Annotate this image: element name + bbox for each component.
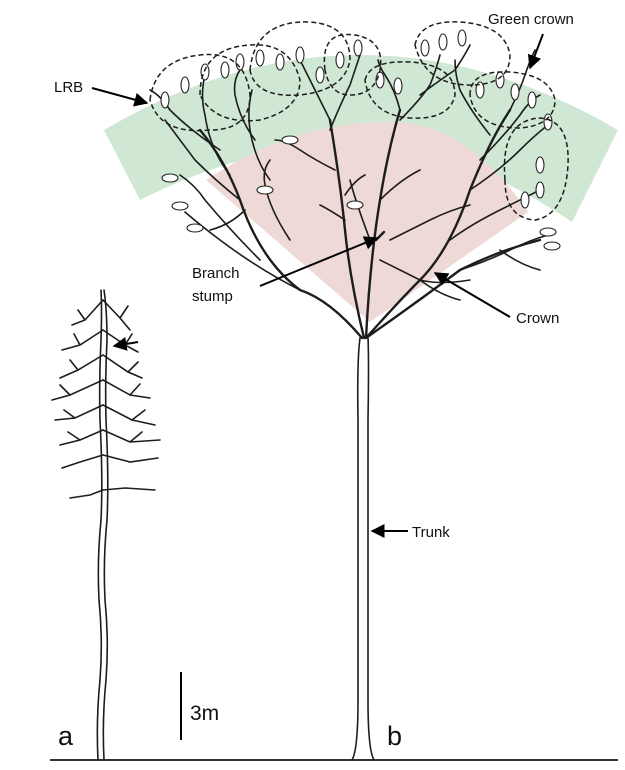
tree-a [52, 290, 160, 760]
label-branch-stump-2: stump [192, 288, 233, 305]
label-lrb: LRB [54, 79, 83, 96]
trunk-b [352, 338, 374, 760]
trunk-a [97, 290, 107, 760]
label-green-crown: Green crown [488, 11, 574, 28]
arrow-green-crown [530, 34, 543, 68]
scale-bar-label: 3m [190, 702, 219, 725]
label-trunk: Trunk [412, 524, 450, 541]
label-crown: Crown [516, 310, 559, 327]
panel-label-b: b [387, 721, 402, 751]
label-branch-stump: Branch [192, 265, 240, 282]
panel-label-a: a [58, 721, 74, 751]
arrow-lrb [92, 88, 147, 103]
